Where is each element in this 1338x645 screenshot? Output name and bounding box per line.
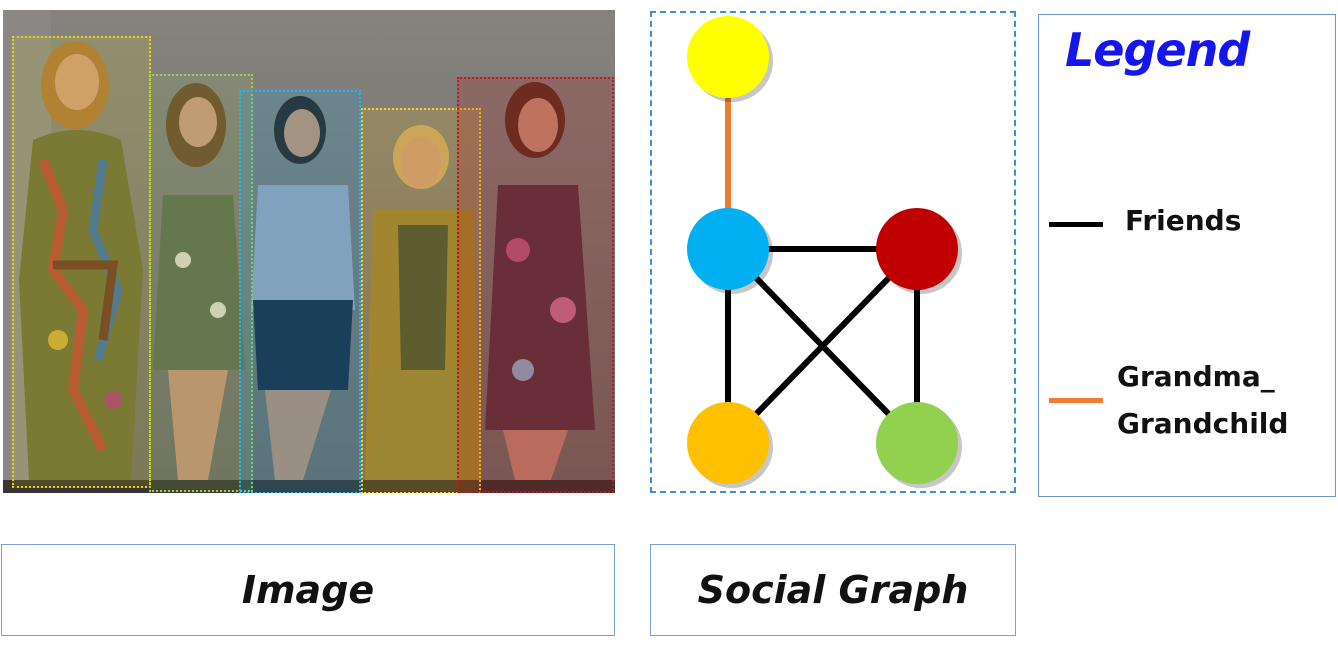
image-caption: Image — [1, 544, 615, 636]
grandma-grandchild-legend-label-line-2: Grandchild — [1117, 407, 1289, 440]
person-2-figure — [153, 83, 245, 480]
node-p1 — [687, 16, 769, 98]
social-graph-panel — [650, 11, 1016, 493]
person-box-1 — [12, 36, 151, 488]
node-p2 — [876, 402, 958, 484]
node-p4 — [687, 402, 769, 484]
person-1-figure — [19, 41, 143, 480]
node-p5 — [876, 208, 958, 290]
friends-legend-line — [1049, 222, 1103, 227]
friends-legend-label: Friends — [1125, 204, 1242, 237]
edge-p5-p4 — [725, 246, 920, 446]
person-box-5 — [457, 77, 614, 493]
person-4-figure — [365, 125, 481, 480]
person-box-2 — [149, 74, 253, 492]
grandma-grandchild-legend-line — [1049, 398, 1103, 403]
social-graph-caption: Social Graph — [650, 544, 1016, 636]
node-p3 — [687, 208, 769, 290]
group-photo — [3, 10, 615, 493]
person-5-figure — [485, 82, 595, 480]
social-graph — [687, 16, 962, 488]
grandma-grandchild-legend-label-line-1: Grandma_ — [1117, 360, 1275, 393]
person-3-figure — [251, 96, 355, 480]
person-box-3 — [239, 90, 361, 493]
legend-panel: Legend Friends Grandma_ Grandchild — [1038, 14, 1336, 497]
person-box-4 — [361, 108, 481, 493]
legend-title: Legend — [1065, 23, 1250, 77]
